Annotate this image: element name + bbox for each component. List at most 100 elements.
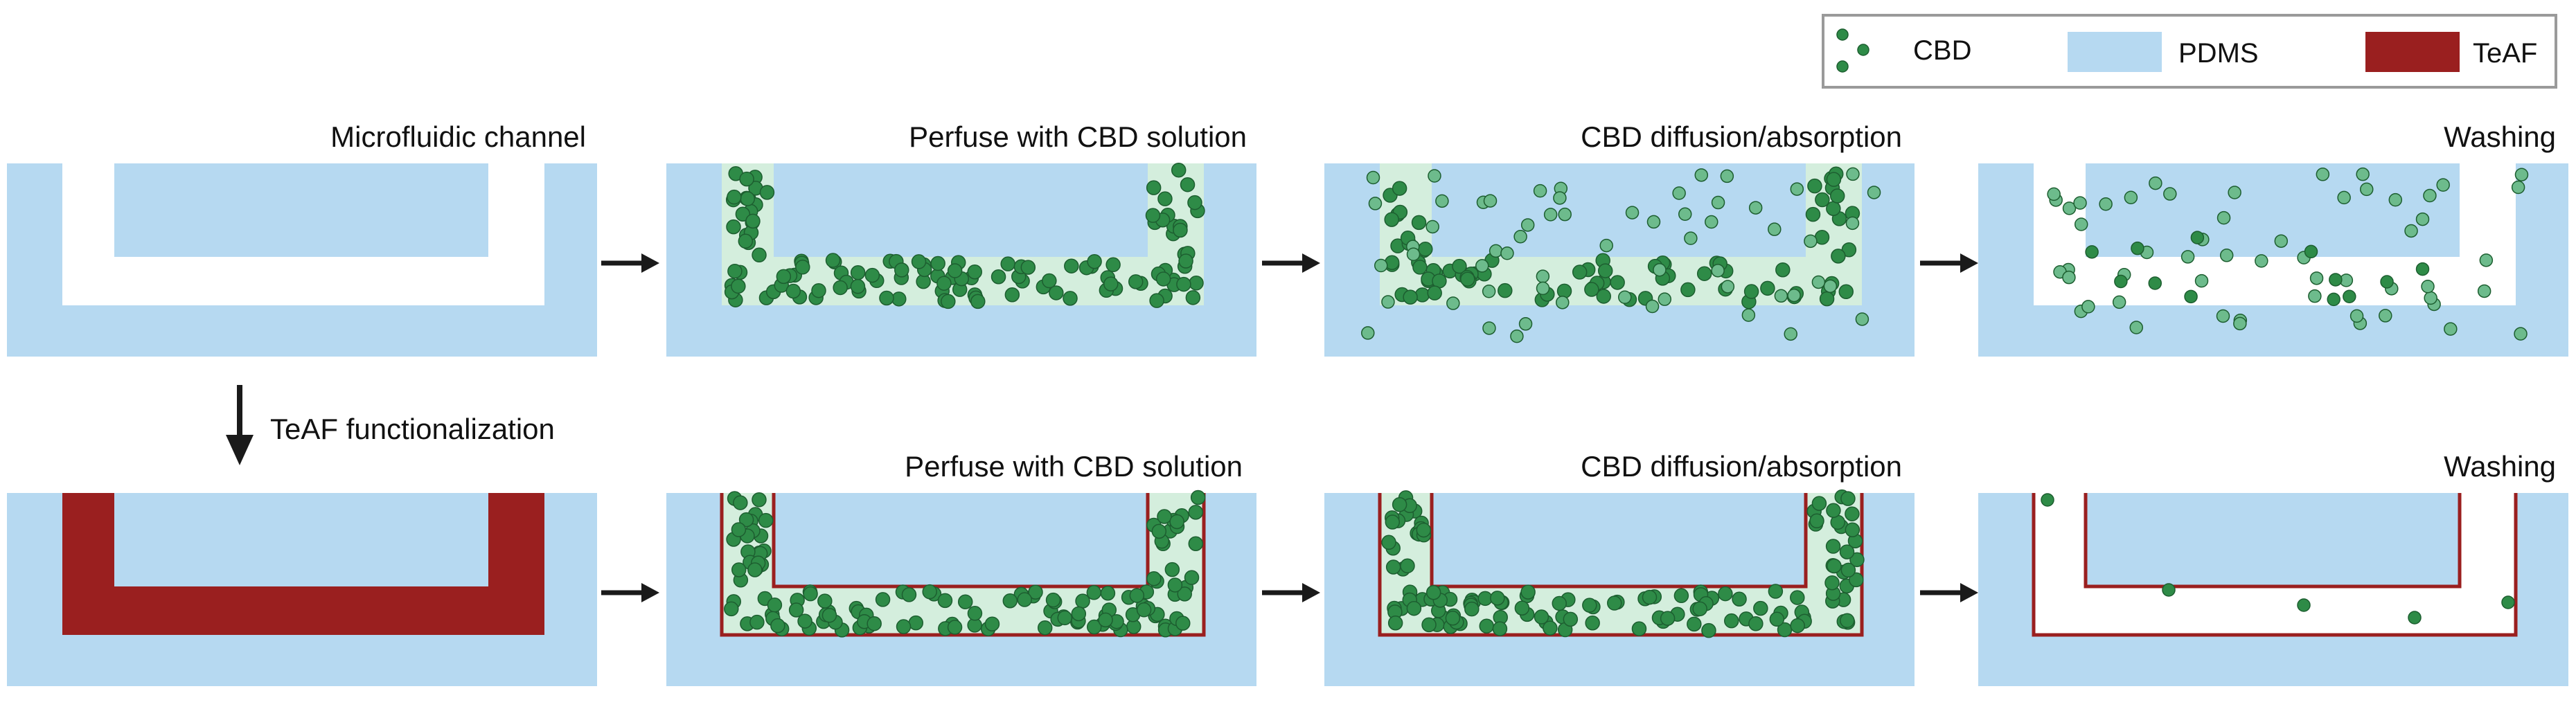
cbd-particle — [1558, 207, 1572, 222]
cbd-particle — [1680, 282, 1696, 298]
cbd-particle — [1867, 186, 1881, 199]
cbd-particle — [2511, 180, 2525, 195]
cbd-particle — [1582, 598, 1597, 613]
cbd-particle — [1815, 192, 1830, 208]
cbd-particle — [1037, 620, 1053, 636]
cbd-particle — [2180, 250, 2195, 264]
cbd-particle — [2099, 197, 2113, 211]
cbd-particle — [2359, 182, 2374, 197]
cbd-particle — [1840, 562, 1856, 578]
cbd-particle — [1534, 609, 1549, 625]
microfluidic-channel — [62, 163, 544, 305]
cbd-particle — [896, 619, 912, 634]
cbd-particle — [1552, 595, 1567, 611]
cbd-particle — [1811, 496, 1827, 511]
right-arrow-head — [1302, 253, 1320, 273]
cbd-particle — [2380, 275, 2394, 289]
cbd-particle — [1492, 621, 1508, 636]
cbd-particle — [1536, 269, 1550, 283]
cbd-particle — [1804, 234, 1818, 249]
cbd-particle — [937, 593, 953, 609]
cbd-particle — [1536, 281, 1550, 296]
cbd-particle — [2112, 295, 2126, 309]
panel-teaf-washing — [1978, 493, 2568, 686]
cbd-particle — [1826, 503, 1841, 519]
cbd-particle — [911, 254, 927, 269]
cbd-particle — [864, 267, 880, 283]
panel-title-7: CBD diffusion/absorption — [1581, 450, 1902, 483]
cbd-particle — [1646, 215, 1661, 229]
cbd-particle — [1631, 621, 1647, 636]
cbd-particle — [1840, 613, 1855, 629]
teaf-swatch — [2365, 32, 2460, 72]
panel-perfuse — [666, 162, 1256, 357]
cbd-particle — [1175, 616, 1191, 631]
cbd-particle — [1768, 222, 1782, 236]
cbd-particle — [1425, 219, 1439, 234]
cbd-particle — [1553, 191, 1567, 205]
panel-title-1: Microfluidic channel — [330, 120, 586, 153]
cbd-particle — [803, 586, 818, 602]
panel-teaf-perfuse — [666, 490, 1256, 686]
cbd-particle — [1100, 585, 1116, 601]
cbd-particle — [1149, 293, 1164, 308]
cbd-particle — [2423, 188, 2437, 203]
cbd-particle — [1385, 514, 1401, 530]
cbd-particle — [1845, 216, 1860, 231]
cbd-particle — [731, 562, 747, 577]
cbd-particle — [1846, 167, 1860, 181]
cbd-particle — [752, 247, 767, 263]
cbd-particle — [2129, 321, 2144, 334]
legend-label-pdms: PDMS — [2178, 38, 2259, 69]
cbd-particle — [1020, 260, 1036, 275]
cbd-particle — [1460, 271, 1475, 287]
cbd-particle — [770, 618, 785, 634]
cbd-particle — [967, 264, 983, 280]
cbd-particle — [1045, 592, 1061, 608]
cbd-particle — [1002, 593, 1018, 609]
cbd-particle — [1819, 291, 1835, 307]
cbd-particle — [747, 562, 763, 577]
cbd-particle — [1790, 182, 1804, 196]
cbd-particle — [740, 191, 756, 206]
cbd-particle — [752, 492, 767, 508]
cbd-particle — [2415, 212, 2430, 226]
cbd-particle — [738, 233, 754, 249]
cbd-particle — [1188, 536, 1204, 551]
cbd-particle — [1049, 285, 1064, 300]
cbd-particle — [1425, 584, 1441, 600]
cbd-particle — [1374, 258, 1388, 273]
cbd-particle — [901, 587, 917, 602]
cbd-particle — [1849, 572, 1864, 588]
cbd-particle — [1498, 282, 1513, 298]
cbd-particle — [1177, 586, 1192, 602]
panel-teaf-channel — [7, 493, 597, 686]
cbd-particle — [1732, 591, 1747, 607]
cbd-particle — [2421, 279, 2435, 294]
cbd-particle — [1406, 247, 1421, 262]
panel-title-6: Perfuse with CBD solution — [905, 450, 1243, 483]
cbd-particle — [727, 263, 743, 279]
cbd-particle — [1741, 308, 1756, 322]
cbd-particle — [2479, 253, 2494, 267]
cbd-particle — [1483, 194, 1498, 208]
cbd-particle — [1042, 273, 1057, 289]
cbd-particle — [1625, 206, 1640, 219]
cbd-particle — [1811, 275, 1826, 289]
cbd-particle — [1157, 509, 1172, 524]
cbd-particle — [894, 262, 909, 278]
washed-channel — [2034, 493, 2516, 635]
cbd-particle — [1543, 620, 1558, 636]
panel-washing — [1978, 163, 2568, 357]
cbd-particle — [2047, 187, 2061, 201]
cbd-particle — [1645, 299, 1660, 314]
cbd-particle — [2309, 271, 2324, 285]
cbd-particle — [1760, 280, 1775, 296]
cbd-particle — [936, 276, 952, 291]
cbd-particle — [2233, 316, 2247, 331]
cbd-particle — [2436, 178, 2450, 192]
cbd-particle — [2408, 611, 2422, 625]
cbd-particle — [1825, 539, 1841, 554]
cbd-particle — [1146, 571, 1162, 586]
cbd-particle — [1753, 600, 1768, 616]
